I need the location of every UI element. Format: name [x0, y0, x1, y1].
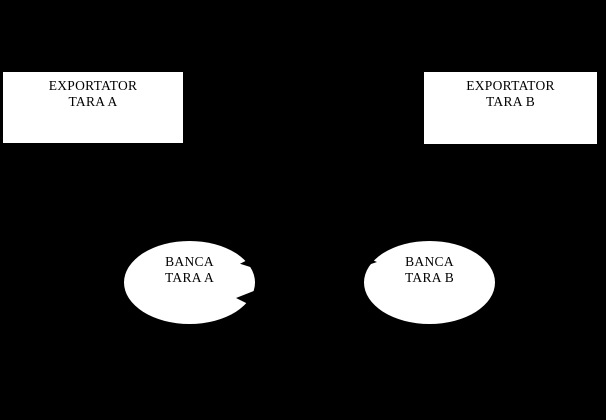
node-exportator-tara-a: EXPORTATOR TARA A	[3, 72, 183, 143]
node-label-line1: EXPORTATOR	[466, 78, 555, 93]
node-label-line2: TARA A	[164, 270, 215, 285]
node-banca-tara-b: BANCA TARA B	[364, 241, 495, 324]
node-label-line2: TARA B	[404, 270, 455, 285]
node-banca-tara-a: BANCA TARA A	[124, 241, 255, 324]
node-label-line1: BANCA	[165, 254, 214, 269]
node-label-line1: EXPORTATOR	[48, 78, 138, 93]
node-label-line1: BANCA	[405, 254, 454, 269]
node-label-line2: TARA A	[68, 94, 118, 109]
node-exportator-tara-b: EXPORTATOR TARA B	[424, 72, 597, 144]
node-label-line2: TARA B	[485, 94, 536, 109]
